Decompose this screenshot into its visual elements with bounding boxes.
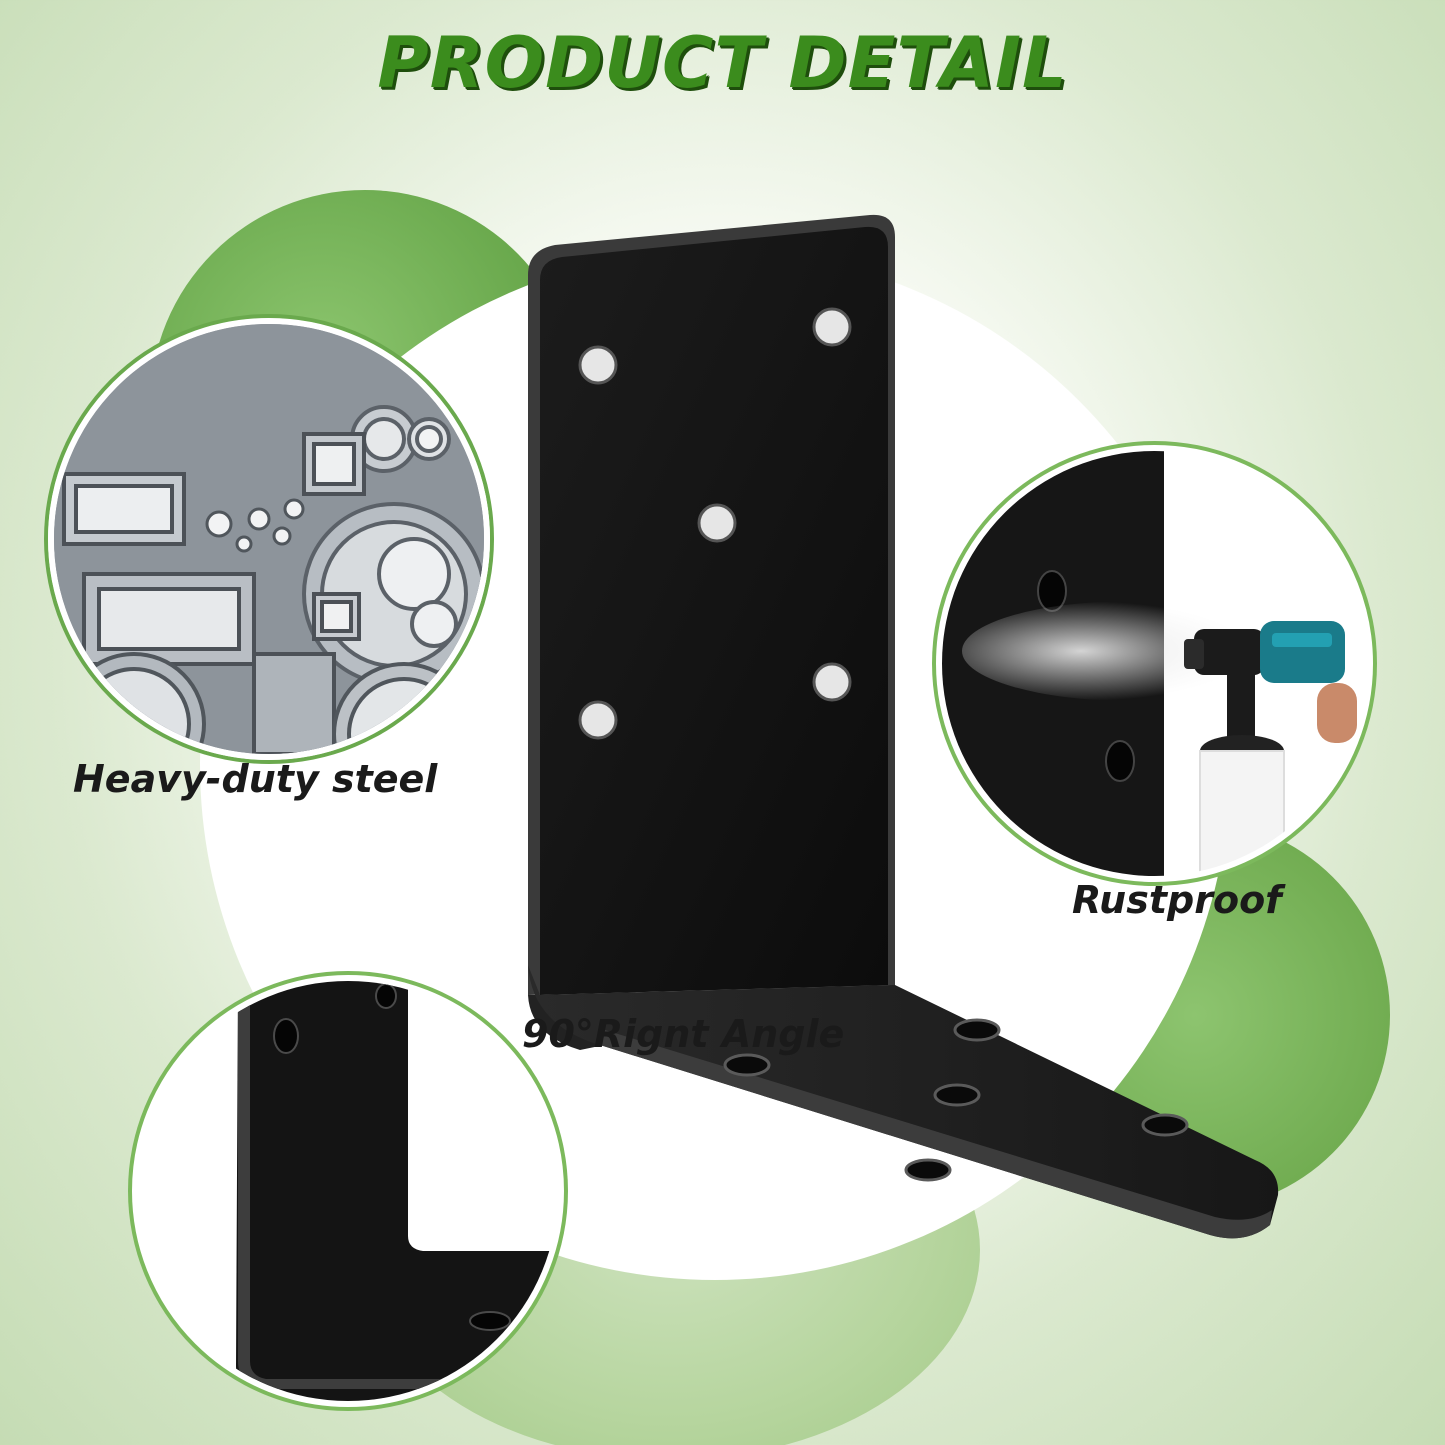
main-bracket-illustration bbox=[510, 205, 1290, 1245]
rustproof-detail-image bbox=[936, 445, 1373, 882]
right-angle-bracket-icon bbox=[528, 214, 1279, 1239]
right-angle-detail-image bbox=[132, 975, 564, 1407]
steel-detail-image bbox=[48, 318, 490, 760]
feature-label-right-angle: 90°Rignt Angle bbox=[522, 1012, 845, 1056]
feature-label-rustproof: Rustproof bbox=[1072, 878, 1282, 922]
feature-label-steel: Heavy-duty steel bbox=[73, 757, 438, 801]
steel-tubes-icon bbox=[54, 324, 484, 754]
right-angle-closeup-icon bbox=[138, 981, 558, 1401]
spray-gun-icon bbox=[942, 451, 1367, 876]
page-title: PRODUCT DETAIL bbox=[377, 22, 1068, 104]
